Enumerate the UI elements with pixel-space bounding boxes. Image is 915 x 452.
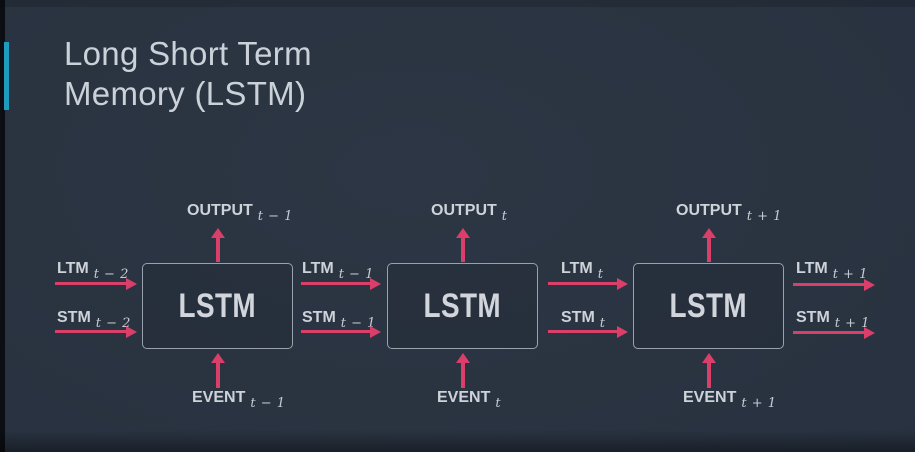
output-label-2: OUTPUT t <box>431 202 508 224</box>
event-label-1: EVENT t − 1 <box>192 389 286 411</box>
output-label-3-subscript: t + 1 <box>746 209 782 224</box>
ltm-label-t: LTM t <box>561 260 603 282</box>
event-label-2: EVENT t <box>437 389 501 411</box>
lstm-box-1: LSTM <box>142 263 293 349</box>
event-label-3-subscript: t + 1 <box>741 396 777 411</box>
event-arrow-box-3 <box>702 353 716 388</box>
ltm-arrow-box-1-to-2 <box>301 277 381 290</box>
event-label-1-subscript: t − 1 <box>250 396 286 411</box>
lstm-box-3: LSTM <box>633 263 784 349</box>
output-label-1-subscript: t − 1 <box>257 209 293 224</box>
ltm-arrow-into-box-1 <box>55 277 137 290</box>
event-label-3-base: EVENT <box>683 389 737 406</box>
ltm-label-t-base: LTM <box>561 260 593 277</box>
stm-label-t-2-base: STM <box>57 309 91 326</box>
stm-label-t-2-subscript: t − 2 <box>95 316 131 331</box>
output-arrow-box-2 <box>456 228 470 262</box>
event-label-2-base: EVENT <box>437 389 491 406</box>
stm-label-t-1: STM t − 1 <box>302 309 376 331</box>
stm-label-t-1-base: STM <box>302 309 336 326</box>
ltm-label-t-2: LTM t − 2 <box>57 260 129 282</box>
ltm-arrow-out-of-box-3 <box>793 278 875 291</box>
stm-arrow-box-2-to-3 <box>548 325 628 338</box>
stm-label-t-1-subscript: t − 1 <box>340 316 376 331</box>
ltm-label-t-plus-1-subscript: t + 1 <box>832 267 868 282</box>
title-line-2: Memory (LSTM) <box>64 75 307 112</box>
ltm-label-t-plus-1: LTM t + 1 <box>796 260 868 282</box>
output-label-3-base: OUTPUT <box>676 202 742 219</box>
stm-label-t-base: STM <box>561 309 595 326</box>
lstm-box-1-label: LSTM <box>178 286 257 325</box>
left-edge-bar <box>0 0 5 452</box>
stm-label-t: STM t <box>561 309 606 331</box>
top-shade-band <box>0 0 915 7</box>
lstm-box-2: LSTM <box>387 263 538 349</box>
ltm-label-t-2-base: LTM <box>57 260 89 277</box>
event-arrow-box-2 <box>456 353 470 388</box>
title-accent-bar <box>4 42 9 110</box>
ltm-label-t-1-subscript: t − 1 <box>338 267 374 282</box>
bottom-shade-band <box>0 430 915 452</box>
lstm-box-2-label: LSTM <box>423 286 502 325</box>
stm-label-t-subscript: t <box>599 316 606 331</box>
lstm-box-3-label: LSTM <box>669 286 748 325</box>
stm-label-t-plus-1-base: STM <box>796 309 830 326</box>
output-label-3: OUTPUT t + 1 <box>676 202 782 224</box>
stm-arrow-out-of-box-3 <box>793 326 875 339</box>
output-arrow-box-3 <box>702 228 716 262</box>
ltm-label-t-1-base: LTM <box>302 260 334 277</box>
stm-label-t-plus-1: STM t + 1 <box>796 309 870 331</box>
event-label-1-base: EVENT <box>192 389 246 406</box>
stm-label-t-2: STM t − 2 <box>57 309 131 331</box>
ltm-label-t-plus-1-base: LTM <box>796 260 828 277</box>
event-label-3: EVENT t + 1 <box>683 389 777 411</box>
stm-arrow-into-box-1 <box>55 325 137 338</box>
ltm-arrow-box-2-to-3 <box>548 277 628 290</box>
stm-arrow-box-1-to-2 <box>301 325 381 338</box>
event-arrow-box-1 <box>211 353 225 388</box>
event-label-2-subscript: t <box>495 396 502 411</box>
ltm-label-t-1: LTM t − 1 <box>302 260 374 282</box>
output-label-2-subscript: t <box>501 209 508 224</box>
output-label-1: OUTPUT t − 1 <box>187 202 293 224</box>
output-arrow-box-1 <box>211 228 225 262</box>
ltm-label-t-2-subscript: t − 2 <box>93 267 129 282</box>
title-line-1: Long Short Term <box>64 35 312 72</box>
stm-label-t-plus-1-subscript: t + 1 <box>834 316 870 331</box>
output-label-2-base: OUTPUT <box>431 202 497 219</box>
output-label-1-base: OUTPUT <box>187 202 253 219</box>
ltm-label-t-subscript: t <box>597 267 604 282</box>
